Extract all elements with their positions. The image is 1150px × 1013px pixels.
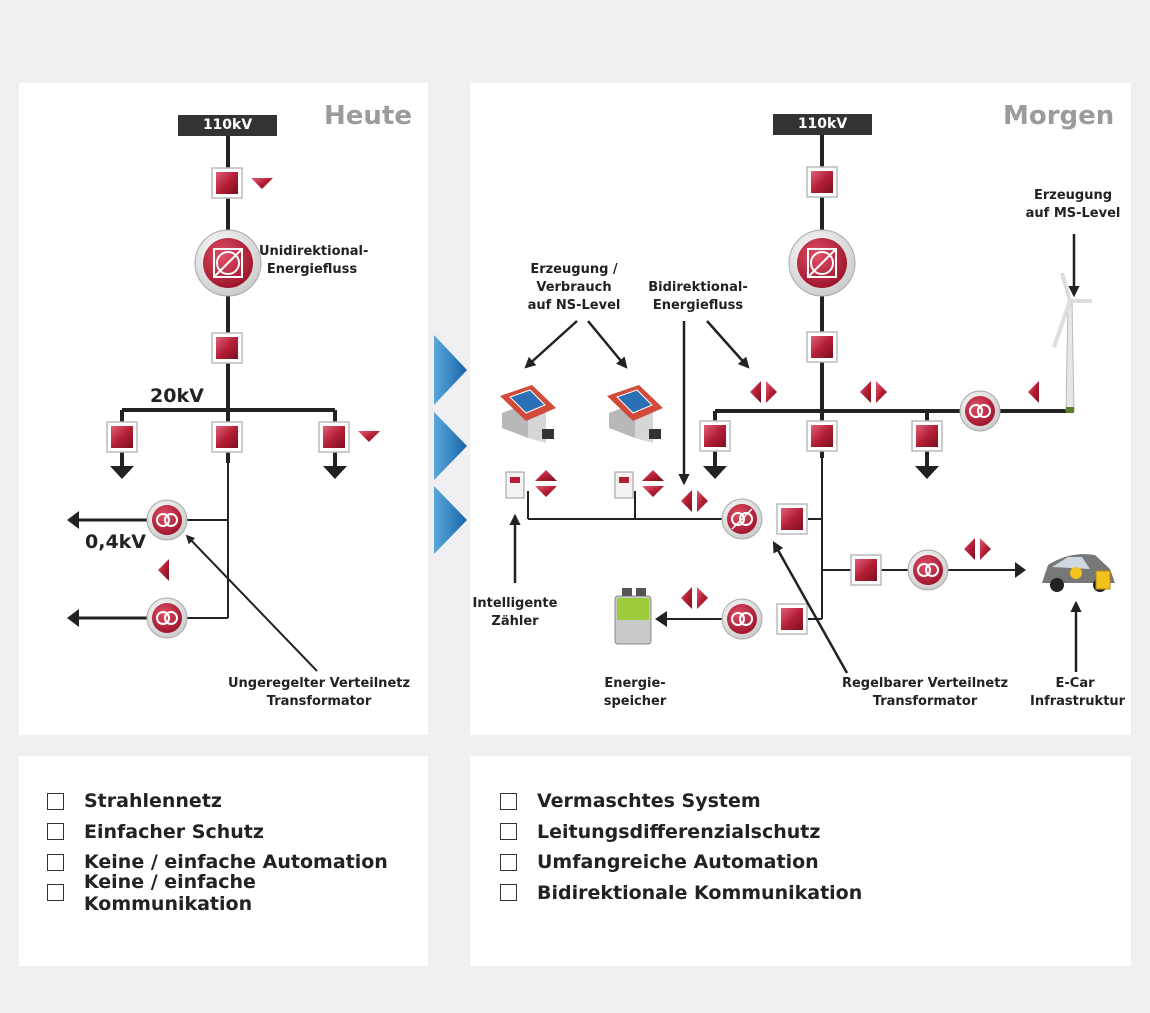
transformer-icon [146,597,188,639]
unidirectional-transformer-icon [194,229,262,297]
feature-text: Keine / einfache Automation [84,851,388,874]
outgoing-arrow-icon [67,609,79,627]
feature-item: Umfangreiche Automation [500,847,862,878]
chevron-right-icon [434,412,467,480]
panel-title: Heute [324,101,412,131]
right-arrow-icon [1015,562,1026,578]
voltage-label-20kv: 20kV [150,385,204,407]
feature-text: Vermaschtes System [537,790,761,813]
smart-meter-label: Intelligente Zähler [472,596,558,629]
feature-text: Einfacher Schutz [84,820,264,843]
circuit-breaker-icon [699,420,731,452]
chevron-right-icon [434,335,467,405]
storage-label: Energie- speicher [603,676,667,709]
down-arrow-icon [110,466,134,479]
bidirectional-label: Bidirektional- Energiefluss [648,280,748,313]
checkbox[interactable] [500,853,517,871]
checkbox[interactable] [47,823,64,841]
transformer-label: Ungeregelter Verteilnetz Transformator [227,676,411,709]
regulated-transformer-label: Regelbarer Verteilnetz Transformator [841,676,1009,709]
flow-label: Unidirektional- Energiefluss [259,244,369,277]
heute-diagram [67,135,380,672]
circuit-breaker-icon [776,603,808,635]
house-solar-icon [607,385,663,443]
feature-text: Keine / einfache Kommunikation [83,870,256,915]
circuit-breaker-icon [806,420,838,452]
transformer-icon [907,549,949,591]
feature-text: Leitungsdifferenzialschutz [537,820,821,843]
transformer-icon [146,499,188,541]
checkbox[interactable] [500,823,517,841]
circuit-breaker-icon [211,332,243,364]
generation-ns-label: Erzeugung / Verbrauch auf NS-Level [527,262,621,313]
flow-left-triangle-icon [1028,381,1039,403]
feature-item: Keine / einfache Automation [47,847,428,878]
regulated-transformer-icon [788,229,856,297]
checkbox[interactable] [47,853,64,871]
transition-arrows [434,335,467,554]
generation-ms-label: Erzeugung auf MS-Level [1025,188,1121,221]
circuit-breaker-icon [776,503,808,535]
panel-heute: Heute [19,83,428,735]
circuit-breaker-icon [911,420,943,452]
feature-item: Leitungsdifferenzialschutz [500,817,862,848]
feature-item: Strahlennetz [47,786,428,817]
busbar-110kv: 110kV [178,115,277,136]
panel-title: Morgen [1003,101,1115,131]
battery-icon [614,588,652,645]
circuit-breaker-icon [106,421,138,453]
transformer-icon [959,390,1001,432]
outgoing-arrow-icon [67,511,79,529]
electric-car-icon [1042,554,1115,592]
voltage-label-04kv: 0,4kV [85,531,146,553]
transformer-icon [721,598,763,640]
down-arrow-icon [323,466,347,479]
flow-left-triangle-icon [158,559,169,581]
circuit-breaker-icon [211,167,243,199]
left-arrow-icon [655,611,667,627]
checkbox[interactable] [47,884,64,902]
features-morgen: Vermaschtes System Leitungsdifferenzials… [470,756,1131,966]
smart-meter-icon [614,471,634,499]
flow-down-triangle-icon [251,178,273,189]
smart-meter-icon [505,471,525,499]
busbar-110kv: 110kV [773,114,872,135]
feature-list-heute: Strahlennetz Einfacher Schutz Keine / ei… [47,786,428,915]
feature-item: Keine / einfache Kommunikation [47,871,428,915]
down-arrow-icon [703,466,727,479]
feature-item: Vermaschtes System [500,786,862,817]
circuit-breaker-icon [211,421,243,453]
feature-list-morgen: Vermaschtes System Leitungsdifferenzials… [500,786,862,908]
panel-morgen: Morgen [470,83,1131,735]
feature-text: Strahlennetz [84,790,222,813]
feature-text: Umfangreiche Automation [537,851,819,874]
ecar-label: E-Car Infrastruktur [1030,676,1126,709]
down-arrow-icon [915,466,939,479]
house-solar-icon [500,385,556,443]
circuit-breaker-icon [806,331,838,363]
chevron-right-icon [434,486,467,554]
feature-text: Bidirektionale Kommunikation [537,881,863,904]
feature-item: Einfacher Schutz [47,817,428,848]
checkbox[interactable] [500,884,517,902]
morgen-diagram [500,135,1115,674]
circuit-breaker-icon [806,166,838,198]
feature-item: Bidirektionale Kommunikation [500,878,862,909]
regulated-transformer-small-icon [721,498,763,540]
checkbox[interactable] [47,792,64,810]
circuit-breaker-icon [850,554,882,586]
checkbox[interactable] [500,792,517,810]
circuit-breaker-icon [318,421,350,453]
flow-down-triangle-icon [358,431,380,442]
features-heute: Strahlennetz Einfacher Schutz Keine / ei… [19,756,428,966]
